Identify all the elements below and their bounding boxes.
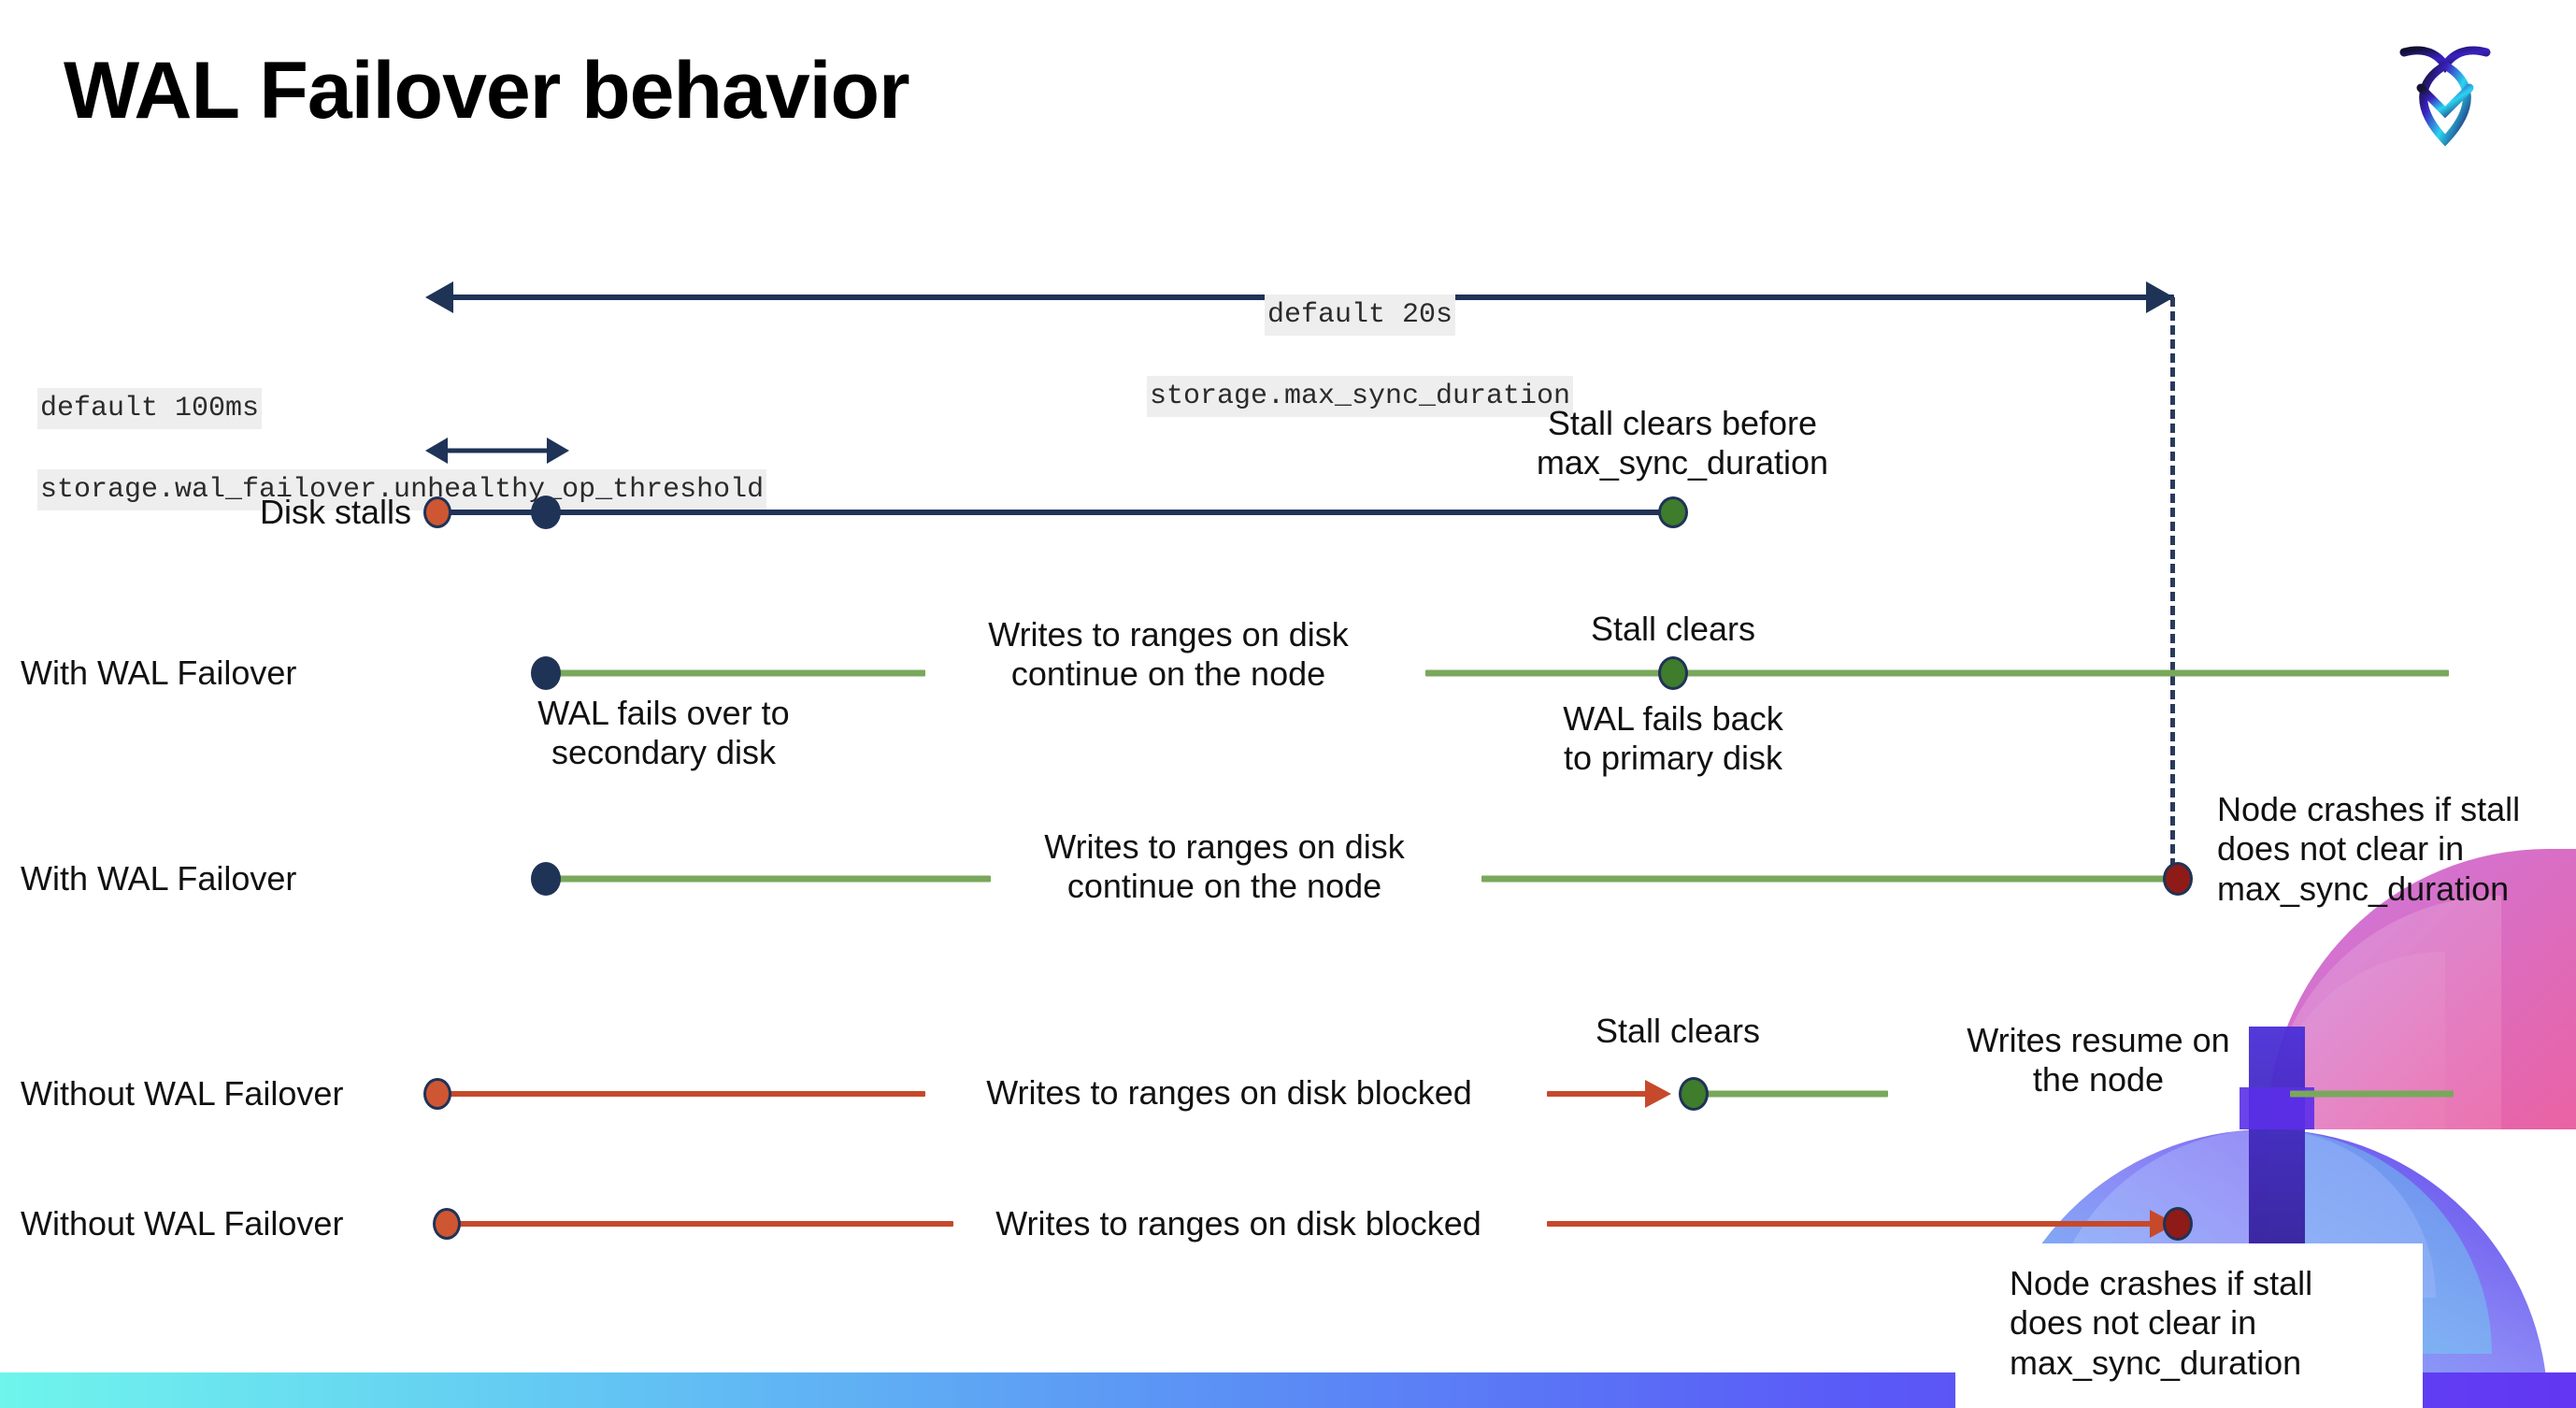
wof1-arrow-head [1645,1080,1671,1108]
row-label-with-wal-failover-2: With WAL Failover [21,859,297,898]
wf1-segment-right [1425,669,2449,677]
max-sync-duration-label: default 20s storage.max_sync_duration [1136,254,1584,418]
wof1-segment-green-far [2290,1090,2454,1098]
wof1-segment-left [437,1091,925,1097]
note-node-crashes-1: Node crashes if stall does not clear in … [2217,790,2521,908]
note-stall-clears-2: Stall clears [1595,1012,1761,1050]
note-writes-resume: Writes resume on the node [1967,1021,2230,1099]
max-sync-setting-text: storage.max_sync_duration [1146,375,1574,418]
note-writes-continue-2: Writes to ranges on disk continue on the… [1044,827,1405,906]
note-writes-blocked-1: Writes to ranges on disk blocked [986,1073,1472,1112]
row-label-without-wal-failover-2: Without WAL Failover [21,1204,344,1243]
wof2-segment-right [1547,1221,2159,1227]
max-sync-arrow-left-head [425,281,453,313]
wof2-node-crash-dot [2163,1207,2193,1241]
wof2-segment-left [447,1221,953,1227]
row-label-disk-stalls: Disk stalls [259,493,411,531]
wof1-segment-arrow [1547,1091,1652,1097]
disk-stall-threshold-dot [531,496,561,529]
threshold-setting-text: storage.wal_failover.unhealthy_op_thresh… [37,468,767,511]
max-sync-default-text: default 20s [1264,294,1456,337]
unhealthy-op-threshold-label: default 100ms storage.wal_failover.unhea… [37,348,767,511]
note-writes-blocked-2: Writes to ranges on disk blocked [995,1204,1481,1243]
wf2-node-crash-dot [2163,862,2193,896]
wof1-segment-green [1692,1090,1888,1098]
threshold-span-line [446,448,549,453]
disk-stall-clears-dot [1658,496,1688,528]
disk-stalls-line [436,510,1679,515]
wf1-segment-left [546,669,925,677]
wof2-stall-start-dot [433,1208,461,1240]
row-label-with-wal-failover-1: With WAL Failover [21,654,297,692]
page-title: WAL Failover behavior [64,46,910,136]
note-stall-clears-before: Stall clears before max_sync_duration [1536,404,1829,482]
threshold-arrow-left-head [425,438,448,464]
wf2-segment-left [546,875,991,883]
max-sync-arrow-right-head [2146,281,2174,313]
wf2-segment-right [1481,875,2178,883]
row-label-without-wal-failover-1: Without WAL Failover [21,1074,344,1113]
note-node-crashes-2: Node crashes if stall does not clear in … [2010,1264,2313,1382]
note-wal-fails-back: WAL fails back to primary disk [1563,699,1783,778]
wof1-stall-clears-dot [1679,1077,1709,1111]
cockroachdb-logo-icon [2382,26,2509,153]
max-sync-dashed-guide [2170,297,2175,882]
wf2-failover-dot [531,862,561,896]
disk-stall-start-dot [423,496,451,528]
threshold-arrow-right-head [547,438,569,464]
wof1-stall-start-dot [423,1078,451,1110]
threshold-default-text: default 100ms [37,387,263,430]
note-writes-continue-1: Writes to ranges on disk continue on the… [988,615,1349,694]
note-stall-clears-1: Stall clears [1590,610,1756,648]
wf1-stall-clears-dot [1658,656,1688,690]
wf1-failover-dot [531,656,561,690]
node-crash-callout-box: Node crashes if stall does not clear in … [1955,1243,2423,1408]
note-wal-fails-over: WAL fails over to secondary disk [537,694,790,772]
